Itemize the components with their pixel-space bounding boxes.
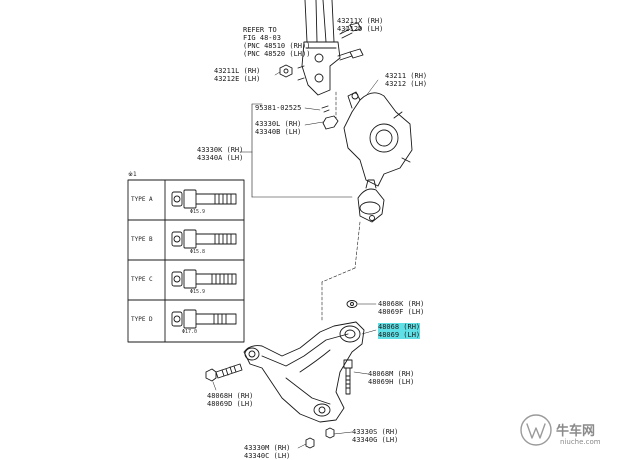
hub-bolt-icon: [337, 21, 364, 61]
lower-control-arm: [243, 321, 377, 423]
center-line: [321, 91, 361, 321]
bolt-table-note: ※1: [128, 171, 137, 178]
label-ball-joint-lh: 43340A (LH): [197, 154, 244, 162]
bolt-type-a-icon: [171, 189, 237, 209]
bolt-type-c-icon: [171, 269, 237, 289]
label-bottom-nut: 43330M (RH) 43340C (LH): [244, 444, 290, 460]
label-arm-bolt: 48068M (RH) 48069H (LH): [368, 370, 414, 386]
label-front-bolt-lh: 48069D (LH): [207, 400, 254, 408]
label-nut-lh: 43212E (LH): [214, 75, 261, 83]
bolt-type-b-label: TYPE B: [131, 236, 153, 243]
label-cotter-pin-code: 95381-02525: [255, 104, 302, 112]
label-bushing-nut-lh: 48069F (LH): [378, 308, 425, 316]
label-ball-joint-nut-lh: 43340B (LH): [255, 128, 302, 136]
bolt-type-a-dim: Φ15.9: [190, 209, 206, 215]
bolt-type-c-dim: Φ15.9: [190, 289, 206, 295]
label-front-bolt-rh: 48068H (RH): [207, 392, 254, 400]
label-knuckle-rh: 43211 (RH): [385, 72, 428, 80]
label-ball-joint: 43330K (RH) 43340A (LH): [197, 146, 243, 162]
label-lower-arm-rh: 48068 (RH): [378, 323, 421, 331]
bolt-type-d-dim: Φ17.0: [182, 329, 198, 335]
refer-line-3: (PNC 48510 (RH)): [243, 42, 311, 50]
rear-bolt-icon: [325, 427, 353, 439]
refer-line-1: REFER TO: [243, 26, 277, 34]
bushing-nut-icon: [346, 300, 377, 308]
label-rear-bolt-rh: 43330S (RH): [352, 428, 399, 436]
front-bolt-icon: [205, 363, 243, 391]
bolt-type-d-icon: [171, 309, 237, 329]
cotter-pin-icon: [304, 105, 330, 113]
watermark-url: niuche.com: [560, 438, 601, 446]
label-bushing-nut-rh: 48068K (RH): [378, 300, 425, 308]
bolt-type-c-label: TYPE C: [131, 276, 153, 283]
label-lower-arm: 48068 (RH) 48069 (LH): [378, 323, 421, 339]
label-ball-joint-nut: 43330L (RH) 43340B (LH): [255, 120, 301, 136]
nut-icon: [274, 64, 293, 78]
label-ball-joint-rh: 43330K (RH): [197, 146, 244, 154]
ball-joint: [357, 179, 385, 223]
strut-assembly: [297, 0, 341, 96]
bolt-type-b-dim: Φ15.8: [190, 249, 206, 255]
bolt-type-table: [127, 179, 245, 343]
label-nut-rh: 43211L (RH): [214, 67, 261, 75]
bolt-type-a-label: TYPE A: [131, 196, 153, 203]
label-hub-bolt-rh: 43211X (RH): [337, 17, 384, 25]
ball-joint-leader: [239, 103, 353, 198]
label-hub-bolt-lh: 43212D (LH): [337, 25, 384, 33]
bolt-type-b-icon: [171, 229, 237, 249]
refer-line-4: (PNC 48520 (LH)): [243, 50, 311, 58]
label-arm-bolt-lh: 48069H (LH): [368, 378, 415, 386]
label-front-bolt: 48068H (RH) 48069D (LH): [207, 392, 253, 408]
label-lower-arm-lh: 48069 (LH): [378, 331, 421, 339]
label-bushing-nut: 48068K (RH) 48069F (LH): [378, 300, 424, 316]
label-rear-bolt: 43330S (RH) 43340G (LH): [352, 428, 398, 444]
refer-note: REFER TO FIG 48-03 (PNC 48510 (RH)) (PNC…: [243, 26, 310, 58]
ball-joint-nut-icon: [304, 115, 339, 130]
label-bottom-nut-rh: 43330M (RH): [244, 444, 291, 452]
label-cotter-pin: 95381-02525: [255, 104, 301, 112]
refer-line-2: FIG 48-03: [243, 34, 281, 42]
watermark-text: 牛车网: [556, 424, 596, 439]
label-ball-joint-nut-rh: 43330L (RH): [255, 120, 302, 128]
bolt-type-d-label: TYPE D: [131, 316, 153, 323]
label-knuckle-lh: 43212 (LH): [385, 80, 428, 88]
bottom-nut-icon: [297, 437, 315, 449]
arm-bolt-icon: [343, 359, 369, 395]
label-rear-bolt-lh: 43340G (LH): [352, 436, 399, 444]
steering-knuckle: [343, 79, 413, 187]
watermark-logo-icon: [520, 414, 552, 446]
label-hub-bolt: 43211X (RH) 43212D (LH): [337, 17, 383, 33]
label-nut: 43211L (RH) 43212E (LH): [214, 67, 260, 83]
label-knuckle: 43211 (RH) 43212 (LH): [385, 72, 427, 88]
label-arm-bolt-rh: 48068M (RH): [368, 370, 415, 378]
label-bottom-nut-lh: 43340C (LH): [244, 452, 291, 460]
